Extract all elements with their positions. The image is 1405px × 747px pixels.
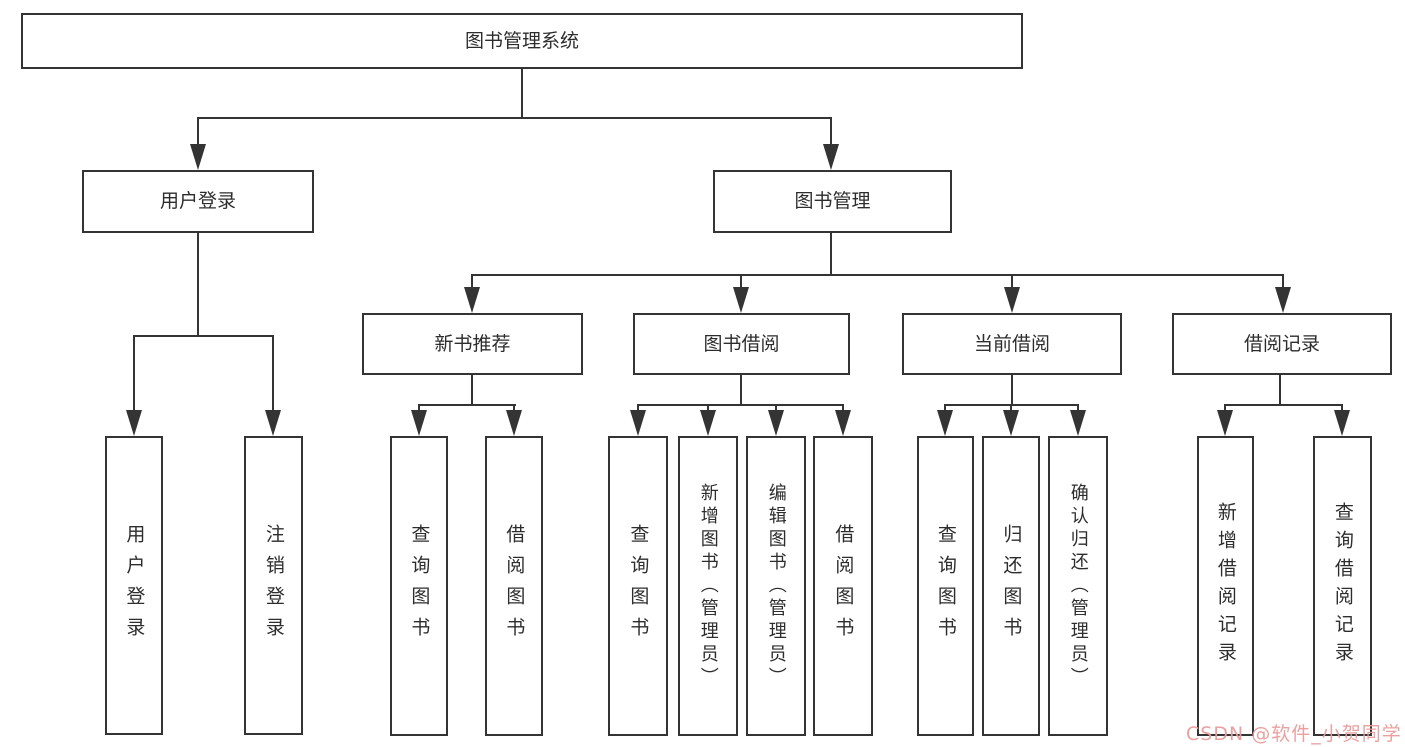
arrow-down-icon	[126, 410, 142, 436]
connector-line	[418, 404, 420, 413]
csdn-watermark: CSDN @软件_小贺同学	[1186, 723, 1402, 745]
leaf-query-books-recommend: 查询图书	[390, 436, 448, 736]
node-new-book-recommendation: 新书推荐	[362, 313, 583, 375]
connector-line	[740, 375, 742, 406]
connector-line	[513, 404, 515, 413]
arrow-down-icon	[937, 410, 953, 436]
connector-line	[842, 404, 844, 413]
connector-line	[1077, 404, 1079, 413]
connector-line	[197, 233, 199, 337]
connector-line	[272, 335, 274, 411]
node-borrowing-records: 借阅记录	[1172, 313, 1392, 375]
leaf-query-borrow-record: 查询借阅记录	[1313, 436, 1372, 736]
arrow-down-icon	[190, 144, 206, 170]
connector-line	[775, 404, 777, 413]
node-book-management: 图书管理	[713, 170, 952, 233]
leaf-query-books-current: 查询图书	[917, 436, 974, 736]
leaf-borrow-books-borrowing: 借阅图书	[813, 436, 873, 736]
connector-line	[418, 404, 516, 406]
connector-line	[1224, 404, 1226, 413]
connector-line	[197, 117, 832, 119]
arrow-down-icon	[464, 287, 480, 313]
connector-line	[471, 375, 473, 406]
leaf-query-books-borrowing: 查询图书	[608, 436, 668, 736]
connector-line	[637, 404, 844, 406]
connector-line	[133, 335, 135, 411]
connector-line	[1279, 375, 1281, 406]
connector-line	[1010, 404, 1012, 413]
arrow-down-icon	[733, 287, 749, 313]
leaf-add-books-admin: 新增图书（管理员）	[678, 436, 738, 736]
arrow-down-icon	[1334, 410, 1350, 436]
arrow-down-icon	[1004, 287, 1020, 313]
connector-line	[1011, 274, 1013, 290]
leaf-borrow-books-recommend: 借阅图书	[485, 436, 543, 736]
node-book-borrowing: 图书借阅	[633, 313, 850, 375]
arrow-down-icon	[265, 410, 281, 436]
leaf-edit-books-admin: 编辑图书（管理员）	[746, 436, 806, 736]
connector-line	[740, 274, 742, 290]
connector-line	[830, 233, 832, 276]
leaf-logout: 注销登录	[244, 436, 303, 735]
arrow-down-icon	[835, 410, 851, 436]
connector-line	[830, 117, 832, 145]
arrow-down-icon	[1217, 410, 1233, 436]
connector-line	[133, 335, 274, 337]
arrow-down-icon	[700, 410, 716, 436]
connector-line	[521, 69, 523, 119]
connector-line	[197, 117, 199, 145]
node-user-login: 用户登录	[82, 170, 314, 233]
leaf-return-books: 归还图书	[982, 436, 1040, 736]
leaf-user-login: 用户登录	[105, 436, 163, 735]
arrow-down-icon	[768, 410, 784, 436]
connector-line	[1011, 375, 1013, 406]
connector-line	[471, 274, 473, 290]
connector-line	[944, 404, 946, 413]
arrow-down-icon	[411, 410, 427, 436]
connector-line	[1341, 404, 1343, 413]
arrow-down-icon	[630, 410, 646, 436]
leaf-add-borrow-record: 新增借阅记录	[1197, 436, 1254, 736]
connector-line	[707, 404, 709, 413]
arrow-down-icon	[1070, 410, 1086, 436]
node-library-management-system: 图书管理系统	[21, 13, 1023, 69]
connector-line	[637, 404, 639, 413]
arrow-down-icon	[1275, 287, 1291, 313]
leaf-confirm-return-admin: 确认归还（管理员）	[1048, 436, 1108, 736]
node-current-borrowing: 当前借阅	[902, 313, 1122, 375]
arrow-down-icon	[823, 144, 839, 170]
connector-line	[471, 274, 1284, 276]
arrow-down-icon	[506, 410, 522, 436]
arrow-down-icon	[1003, 410, 1019, 436]
connector-line	[1282, 274, 1284, 290]
connector-line	[1224, 404, 1343, 406]
